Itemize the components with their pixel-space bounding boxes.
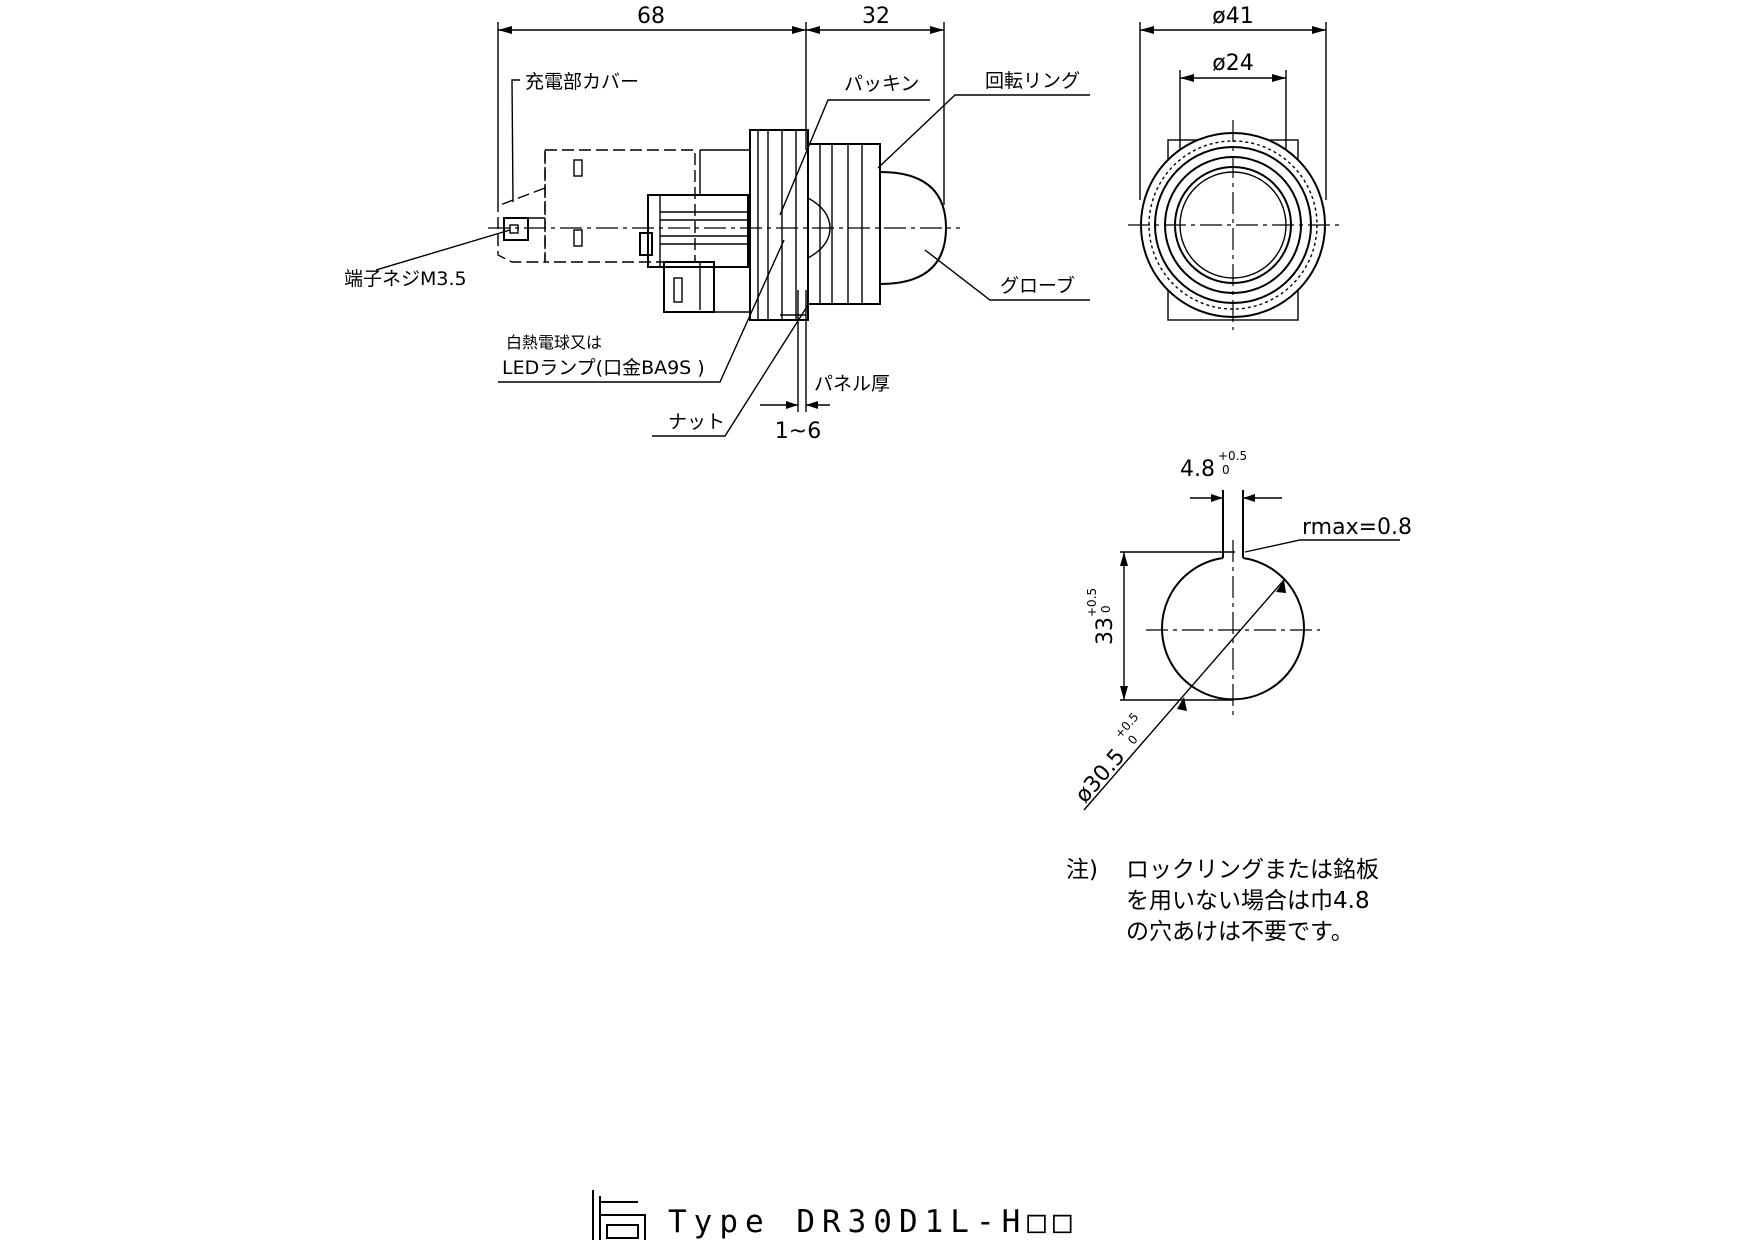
dim-rmax: rmax=0.8	[1302, 515, 1412, 540]
dim-key-tol-zero: 0	[1222, 463, 1230, 477]
dim-hole-diameter-tol-zero: 0	[1125, 732, 1141, 747]
dim-glove-diameter: ø24	[1212, 51, 1253, 76]
dim-68: 68	[637, 4, 665, 29]
dim-32: 32	[862, 4, 890, 29]
label-packing: パッキン	[844, 73, 919, 95]
label-cover: 充電部カバー	[525, 71, 639, 93]
dim-key-width: 4.8	[1180, 457, 1215, 482]
note-line-2: を用いない場合は巾4.8	[1126, 888, 1370, 914]
label-screw: 端子ネジM3.5	[344, 268, 467, 290]
note-line-1: ロックリングまたは銘板	[1126, 857, 1379, 883]
dim-outer-diameter: ø41	[1212, 4, 1253, 29]
title-block: Type DR30D1L-H□□	[592, 1190, 1079, 1240]
label-nut: ナット	[668, 411, 725, 433]
label-ring: 回転リング	[985, 70, 1080, 92]
side-view: 68 32 充電部カバー パッキン 回転リング 端子ネジM3.5 グローブ 白熱…	[344, 4, 1090, 444]
note-prefix: 注)	[1066, 857, 1098, 883]
label-panel: パネル厚	[814, 373, 890, 395]
front-view: ø41 ø24	[1128, 4, 1340, 330]
company-logo-icon	[592, 1190, 646, 1240]
dim-key-tol-plus: +0.5	[1218, 449, 1247, 463]
dim-panel-range: 1~6	[775, 419, 821, 444]
label-lamp-2: LEDランプ(口金BA9S )	[502, 357, 705, 379]
label-glove: グローブ	[1000, 274, 1075, 297]
dim-hole-height-tol-plus: +0.5	[1085, 588, 1099, 617]
dim-hole-height: 33	[1093, 617, 1118, 645]
dim-hole-diameter: ø30.5	[1071, 744, 1131, 808]
note-block: 注) ロックリングまたは銘板 を用いない場合は巾4.8 の穴あけは不要です。	[1066, 857, 1379, 945]
label-lamp-1: 白熱電球又は	[506, 333, 602, 352]
title-text: Type DR30D1L-H□□	[668, 1204, 1079, 1240]
panel-cutout-view: 4.8 +0.5 0 rmax=0.8 33 +0.5 0 ø30.5 +0.5…	[1071, 449, 1412, 811]
dim-hole-height-tol-zero: 0	[1099, 605, 1113, 613]
note-line-3: の穴あけは不要です。	[1126, 919, 1354, 945]
